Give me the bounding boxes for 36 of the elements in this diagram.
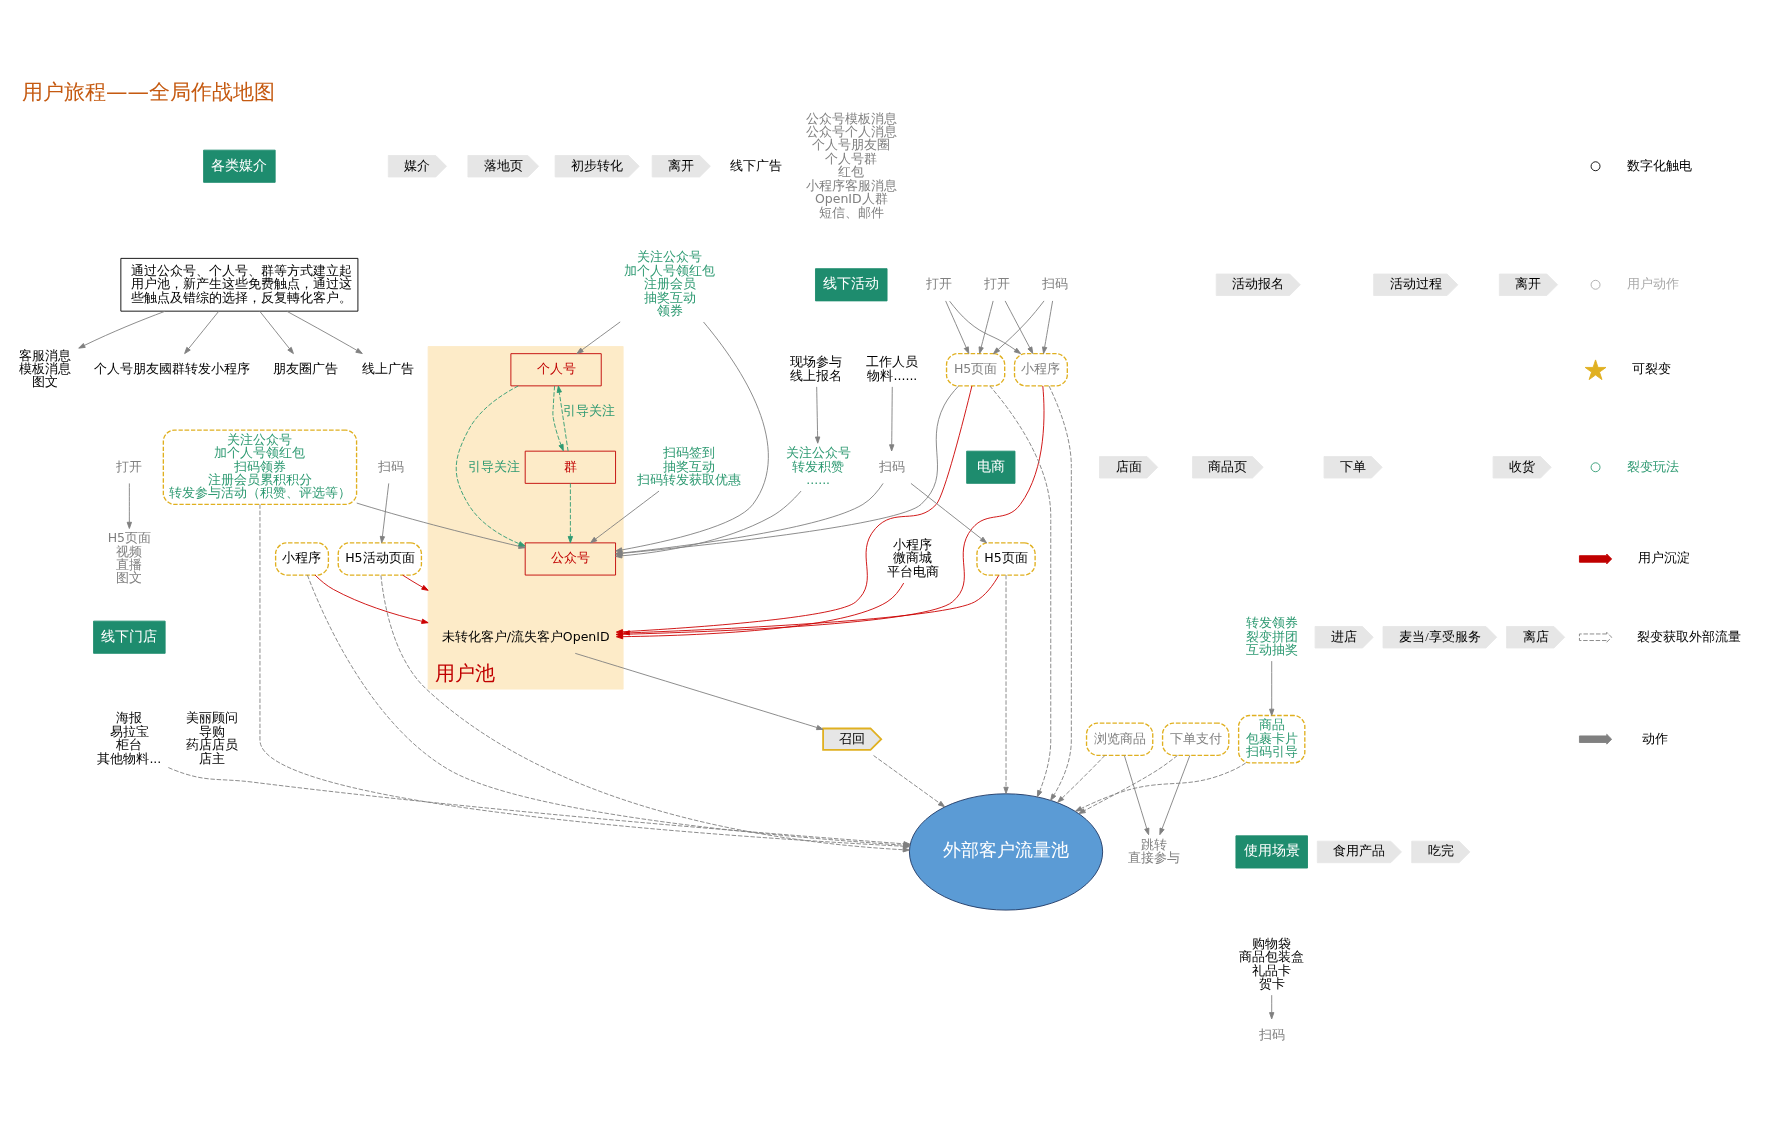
diagram-title: 用户旅程——全局作战地图 bbox=[22, 79, 276, 105]
node-text: 个人号朋友國群转发小程序 bbox=[94, 361, 251, 377]
node-text: 跳转 直接参与 bbox=[1127, 836, 1180, 865]
node-text: 公众号模板消息 公众号个人消息 个人号朋友圈 个人号群 红包 小程序客服消息 OpenID人群 短信、邮件 bbox=[805, 110, 897, 220]
node-text: 扫码 bbox=[377, 458, 404, 474]
node-text: 工作人员 物料...... bbox=[866, 354, 919, 383]
node-text: 关注公众号 加个人号领红包 注册会员 抽奖互动 领券 bbox=[624, 249, 716, 318]
legend-label: 可裂变 bbox=[1632, 361, 1672, 377]
node-text: 客服消息 模板消息 图文 bbox=[19, 347, 72, 390]
node-text: 关注公众号 转发积赞 ...... bbox=[785, 445, 851, 487]
legend-label: 裂变玩法 bbox=[1626, 458, 1679, 474]
node-text: H5页面 视频 直播 图文 bbox=[107, 530, 152, 586]
node-text: 扫码 bbox=[1042, 276, 1069, 292]
node-text: 线上广告 bbox=[361, 361, 414, 377]
node-text: 打开 bbox=[116, 458, 143, 474]
legend-label: 用户沉淀 bbox=[1638, 550, 1691, 566]
node-text: 现场参与 线上报名 bbox=[790, 354, 843, 383]
node-text: 扫码 bbox=[1258, 1026, 1285, 1042]
legend-label: 数字化触电 bbox=[1626, 157, 1692, 173]
legend-label: 用户动作 bbox=[1626, 276, 1679, 292]
node-text: 购物袋 商品包装盒 礼品卡 贺卡 bbox=[1239, 935, 1305, 992]
node-text: 朋友圈广告 bbox=[273, 361, 339, 377]
node-text: 海报 易拉宝 柜台 其他物料... bbox=[97, 710, 162, 766]
node-text: 线下广告 bbox=[729, 157, 782, 173]
legend-label: 动作 bbox=[1642, 730, 1669, 746]
node-text: 美丽顾问 导购 药店店员 店主 bbox=[185, 710, 238, 766]
node-text: 转发领券 裂变拼团 互动抽奖 bbox=[1245, 615, 1298, 657]
node-text: 打开 bbox=[925, 276, 952, 292]
node-text: 小程序 微商城 平台电商 bbox=[887, 536, 939, 579]
edge-label: 引导关注 bbox=[468, 458, 521, 474]
node-text: 打开 bbox=[984, 276, 1011, 292]
node-text: 未转化客户/流失客户OpenID bbox=[441, 628, 610, 644]
node-text: 扫码 bbox=[878, 458, 905, 474]
edge-label: 引导关注 bbox=[563, 403, 616, 419]
node-text: 扫码签到 抽奖互动 扫码转发获取优惠 bbox=[637, 445, 742, 487]
legend-label: 裂变获取外部流量 bbox=[1637, 628, 1742, 644]
